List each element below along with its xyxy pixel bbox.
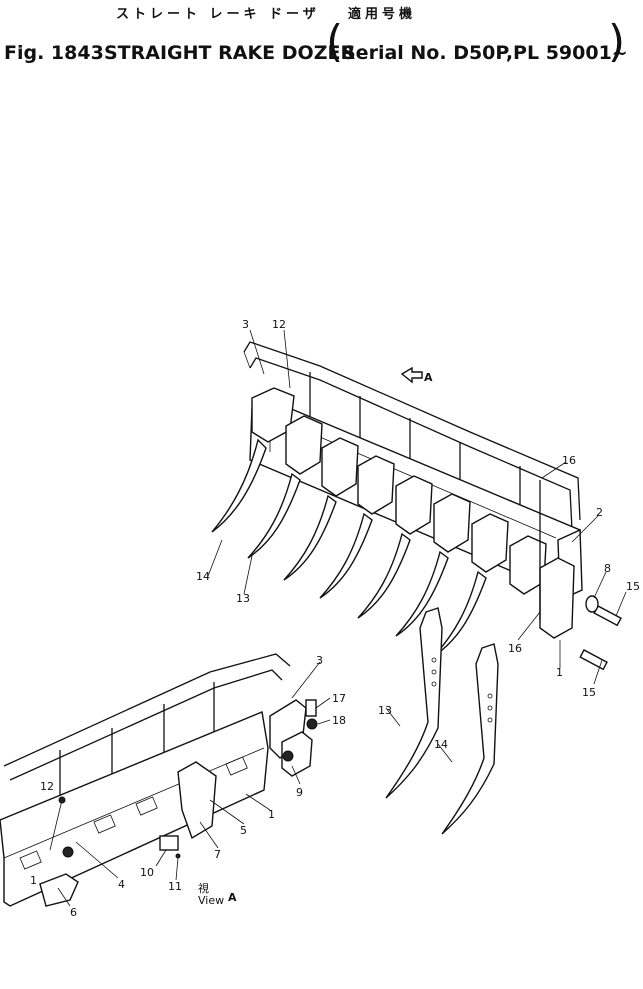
callout-18: 18: [332, 714, 346, 727]
view-a-assembly: [0, 653, 318, 907]
callout-14-loose: 14: [434, 738, 448, 751]
callout-11: 11: [168, 880, 182, 893]
loose-tine-13: [385, 607, 443, 799]
pin-15-upper: [593, 605, 622, 627]
leader-lines: [49, 329, 627, 907]
callout-6: 6: [70, 906, 77, 919]
callout-numbers: 3 12 2 16 8 15 15 1 16 13 14 14 13 3 17 …: [30, 318, 640, 919]
close-paren: ): [608, 16, 626, 67]
plate-10: [159, 835, 179, 851]
tine-brackets: [251, 387, 575, 639]
callout-1-view-a: 1: [268, 808, 275, 821]
serial-number: Serial No. D50P,PL 59001~: [342, 42, 628, 64]
callout-8: 8: [604, 562, 611, 575]
figure-label: Fig. 1843: [4, 42, 104, 64]
callout-3-view: 3: [316, 654, 323, 667]
callout-15-lower: 15: [582, 686, 596, 699]
view-caption-letter: A: [228, 891, 237, 904]
callout-15-upper: 15: [626, 580, 640, 593]
callout-3-main: 3: [242, 318, 249, 331]
open-paren: (: [326, 16, 344, 67]
callout-10: 10: [140, 866, 154, 879]
view-caption-jp: 視: [198, 881, 209, 895]
nut-18: [306, 718, 318, 730]
title-japanese: ストレート レーキ ドーザ: [116, 7, 320, 22]
callout-1-main: 1: [556, 666, 563, 679]
view-caption-en: View: [198, 894, 224, 907]
callout-13-loose: 13: [378, 704, 392, 717]
callout-5: 5: [240, 824, 247, 837]
washer-8: [585, 595, 599, 613]
callout-14-tine: 14: [196, 570, 210, 583]
callout-16-top: 16: [562, 454, 576, 467]
loose-tine-14: [441, 643, 499, 835]
page-title: STRAIGHT RAKE DOZER: [104, 42, 356, 64]
view-marker: A: [424, 371, 433, 384]
callout-2: 2: [596, 506, 603, 519]
view-arrow-icon: [400, 366, 423, 384]
serial-japanese: 適用号機: [348, 7, 417, 22]
callout-12-view: 12: [40, 780, 54, 793]
pin-15-lower: [579, 649, 608, 671]
callout-12-main: 12: [272, 318, 286, 331]
main-rake-assembly: A: [211, 341, 622, 835]
callout-4: 4: [118, 878, 125, 891]
header: ストレート レーキ ドーザ 適用号機 Fig. 1843 STRAIGHT RA…: [0, 0, 643, 80]
callout-7: 7: [214, 848, 221, 861]
callout-9: 9: [296, 786, 303, 799]
bolt-11: [175, 853, 181, 859]
callout-13-tine: 13: [236, 592, 250, 605]
bolt-17: [305, 699, 317, 717]
callout-16-bottom: 16: [508, 642, 522, 655]
callout-17: 17: [332, 692, 346, 705]
callout-1-view-b: 1: [30, 874, 37, 887]
